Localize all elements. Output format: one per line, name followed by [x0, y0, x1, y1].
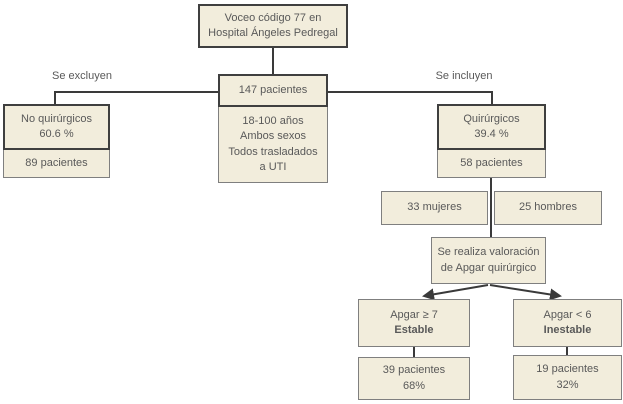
node-stable-count: 39 pacientes 68%: [358, 357, 470, 400]
node-unstable: Apgar < 6 Inestable: [513, 299, 622, 347]
included-branch-label: Se incluyen: [435, 70, 493, 82]
connector-included-branch: [328, 91, 493, 104]
node-root: Voceo código 77 en Hospital Ángeles Pedr…: [198, 4, 348, 48]
node-stable-status: Estable: [394, 324, 434, 336]
node-included-line2: 39.4 %: [474, 128, 509, 140]
node-women-label: 33 mujeres: [407, 201, 462, 214]
node-apgar-assessment: Se realiza valoración de Apgar quirúrgic…: [431, 237, 546, 284]
node-apgar-assessment-line1: Se realiza valoración: [437, 246, 540, 259]
node-total-details-line2: Ambos sexos: [239, 130, 307, 143]
node-included: Quirúrgicos 39.4 %: [437, 104, 546, 150]
arrow-to-unstable: [489, 284, 562, 301]
node-root-line2: Hospital Ángeles Pedregal: [208, 27, 338, 39]
node-included-line1: Quirúrgicos: [463, 112, 520, 125]
node-total-patients-label: 147 pacientes: [238, 83, 308, 96]
node-stable-criterion: Apgar ≥ 7: [390, 308, 438, 321]
connector-excluded-branch: [54, 91, 218, 104]
node-total-details-line4: a UTI: [259, 160, 287, 173]
node-excluded-count: 89 pacientes: [3, 149, 110, 178]
node-excluded-count-label: 89 pacientes: [25, 156, 88, 169]
node-total-details-line1: 18-100 años: [242, 114, 304, 127]
node-women: 33 mujeres: [381, 191, 488, 225]
node-unstable-criterion: Apgar < 6: [543, 308, 592, 321]
node-excluded-line1: No quirúrgicos: [21, 112, 92, 125]
node-total-patients: 147 pacientes: [218, 74, 328, 107]
node-excluded-line2: 60.6 %: [39, 128, 74, 140]
node-unstable-count-line2: 32%: [556, 378, 579, 391]
arrow-to-stable: [422, 284, 489, 301]
node-stable: Apgar ≥ 7 Estable: [358, 299, 470, 347]
node-stable-count-line1: 39 pacientes: [382, 364, 446, 377]
node-total-details: 18-100 años Ambos sexos Todos trasladado…: [218, 106, 328, 183]
node-excluded: No quirúrgicos 60.6 %: [3, 104, 110, 150]
node-total-details-line3: Todos trasladados: [228, 145, 318, 158]
node-included-count-label: 58 pacientes: [460, 156, 523, 169]
node-included-count: 58 pacientes: [437, 149, 546, 178]
node-root-line1: Voceo código 77 en: [224, 11, 322, 24]
node-unstable-count-line1: 19 pacientes: [536, 363, 599, 376]
excluded-branch-label: Se excluyen: [52, 70, 112, 82]
node-men-label: 25 hombres: [518, 201, 578, 214]
node-unstable-status: Inestable: [543, 324, 592, 336]
node-stable-count-line2: 68%: [402, 379, 426, 392]
node-unstable-count: 19 pacientes 32%: [513, 355, 622, 400]
node-men: 25 hombres: [494, 191, 602, 225]
node-apgar-assessment-line2: de Apgar quirúrgico: [440, 261, 537, 274]
